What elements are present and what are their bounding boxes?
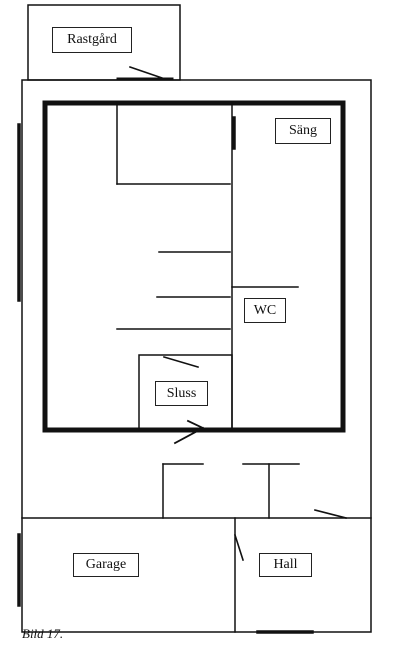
rastgard-door-swing [128, 65, 167, 81]
building-outline [21, 79, 372, 633]
figure-caption: Bild 17. [22, 626, 64, 641]
sluss-door-swing [163, 356, 199, 368]
sluss-entry-arrow [186, 419, 205, 430]
room-label-sang: Säng [275, 118, 331, 144]
sluss-outline [138, 354, 233, 431]
sluss-entry-swing [173, 426, 205, 445]
hall-door-swing [233, 533, 245, 562]
room-label-hall: Hall [259, 553, 312, 577]
room-label-rastgard: Rastgård [52, 27, 132, 53]
room-label-wc: WC [244, 298, 286, 323]
room-label-garage: Garage [73, 553, 139, 577]
corridor-door-swing [314, 509, 347, 519]
room-label-sluss: Sluss [155, 381, 208, 406]
